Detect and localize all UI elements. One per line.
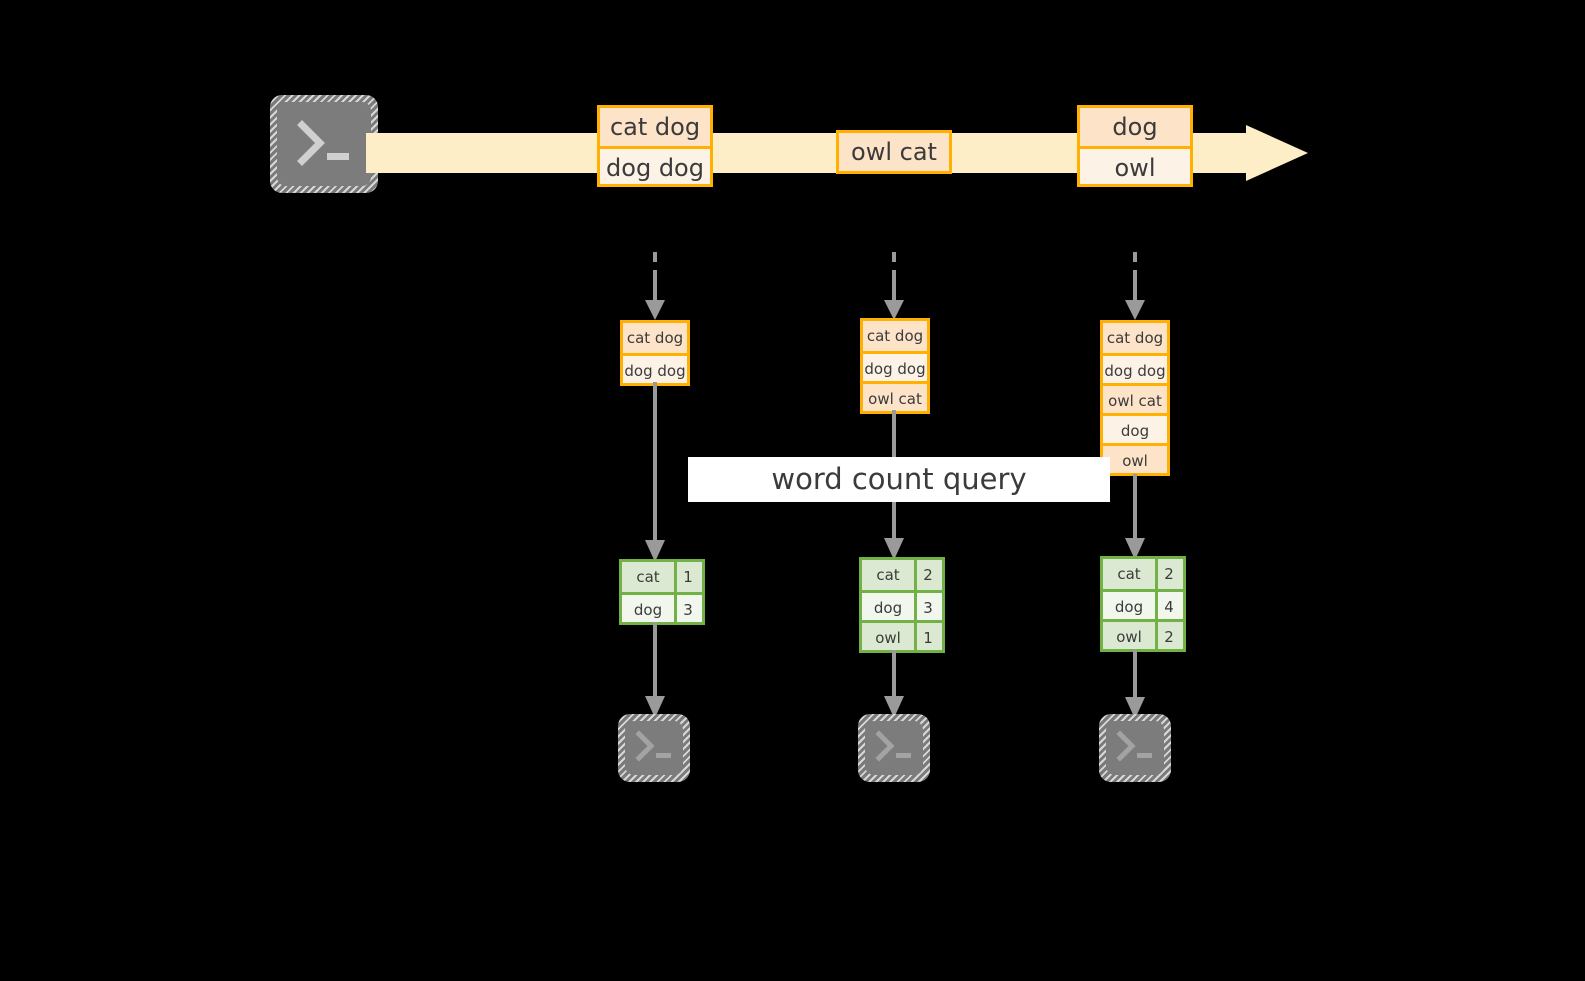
connector-stream-to-table-3	[1125, 252, 1145, 320]
connector-stream-to-table-1	[645, 252, 665, 320]
result-count: 3	[683, 601, 693, 619]
result-row: owl 1	[862, 620, 942, 650]
terminal-face	[865, 721, 923, 775]
snapshot-table-row: dog dog	[623, 353, 687, 383]
result-count: 2	[1164, 565, 1174, 583]
result-row: owl 2	[1103, 619, 1183, 649]
sink-terminal-icon-2	[858, 714, 930, 782]
stream-record-3: dog owl	[1077, 105, 1193, 187]
snapshot-table-row: cat dog	[1103, 323, 1167, 353]
terminal-face	[1106, 721, 1164, 775]
connector-table-to-result-3	[1125, 474, 1145, 560]
result-count: 4	[1164, 598, 1174, 616]
result-row: dog 3	[862, 590, 942, 620]
result-count: 3	[923, 599, 933, 617]
snapshot-table-row: dog dog	[863, 351, 927, 381]
stream-record-line: cat dog	[600, 108, 710, 146]
result-count: 2	[923, 566, 933, 584]
result-word: dog	[862, 593, 917, 620]
terminal-face	[277, 102, 371, 186]
result-count: 2	[1164, 628, 1174, 646]
sink-terminal-icon-3	[1099, 714, 1171, 782]
connector-result-to-sink-1	[645, 622, 665, 718]
source-terminal-icon	[270, 95, 378, 193]
result-table-1: cat 1 dog 3	[619, 559, 705, 625]
result-row: cat 1	[622, 562, 702, 592]
stream-record-line: dog	[1080, 108, 1190, 146]
prompt-glyph-icon	[875, 730, 911, 762]
result-count: 1	[923, 629, 933, 647]
stream-record-2: owl cat	[836, 130, 952, 174]
terminal-face	[625, 721, 683, 775]
snapshot-table-row: owl cat	[863, 381, 927, 411]
snapshot-table-row: dog	[1103, 413, 1167, 443]
stream-record-line: dog dog	[600, 146, 710, 184]
result-word: cat	[862, 560, 917, 590]
result-row: cat 2	[1103, 559, 1183, 589]
prompt-glyph-icon	[1116, 730, 1152, 762]
result-table-3: cat 2 dog 4 owl 2	[1100, 556, 1186, 652]
result-row: cat 2	[862, 560, 942, 590]
snapshot-table-row: owl cat	[1103, 383, 1167, 413]
connector-table-to-result-1	[645, 382, 665, 562]
result-word: cat	[1103, 559, 1158, 589]
connector-result-to-sink-3	[1125, 649, 1145, 719]
result-word: owl	[1103, 622, 1158, 649]
result-row: dog 4	[1103, 589, 1183, 619]
snapshot-table-1: cat dog dog dog	[620, 320, 690, 386]
stream-record-line: owl	[1080, 146, 1190, 184]
result-word: cat	[622, 562, 677, 592]
sink-terminal-icon-1	[618, 714, 690, 782]
query-label: word count query	[688, 457, 1110, 502]
result-word: dog	[622, 595, 677, 622]
prompt-glyph-icon	[635, 730, 671, 762]
connector-result-to-sink-2	[884, 650, 904, 718]
result-word: dog	[1103, 592, 1158, 619]
snapshot-table-row: cat dog	[623, 323, 687, 353]
snapshot-table-2: cat dog dog dog owl cat	[860, 318, 930, 414]
prompt-glyph-icon	[297, 120, 349, 166]
snapshot-table-row: dog dog	[1103, 353, 1167, 383]
snapshot-table-row: owl	[1103, 443, 1167, 473]
stream-record-line: owl cat	[839, 133, 949, 171]
snapshot-table-row: cat dog	[863, 321, 927, 351]
result-row: dog 3	[622, 592, 702, 622]
snapshot-table-3: cat dog dog dog owl cat dog owl	[1100, 320, 1170, 476]
result-count: 1	[683, 568, 693, 586]
result-word: owl	[862, 623, 917, 650]
connector-stream-to-table-2	[884, 252, 904, 320]
result-table-2: cat 2 dog 3 owl 1	[859, 557, 945, 653]
stream-record-1: cat dog dog dog	[597, 105, 713, 187]
